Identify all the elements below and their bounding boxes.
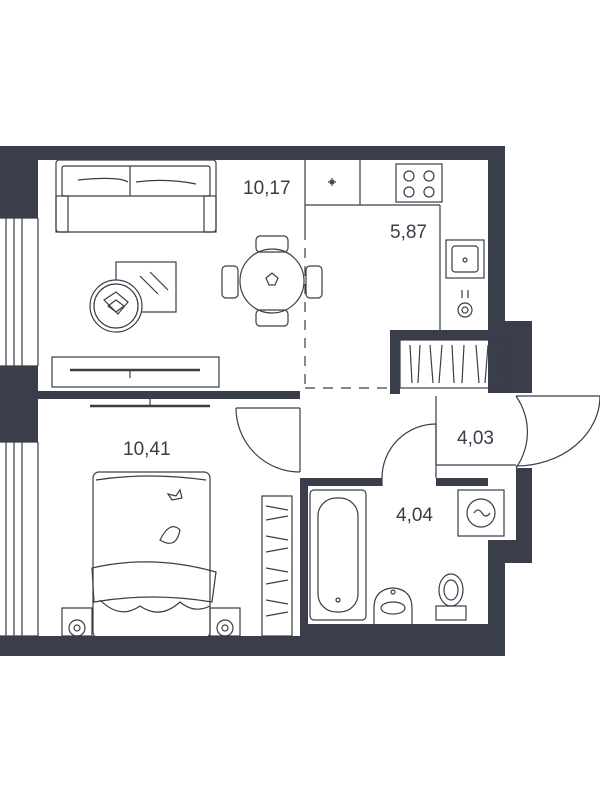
wardrobe-icon	[261, 495, 293, 637]
walls	[0, 146, 532, 656]
kitchen-counter	[305, 160, 441, 330]
sink-icon	[373, 587, 413, 624]
door-swing-icon	[235, 407, 301, 473]
window-icon	[0, 217, 39, 367]
area-label-bathroom: 4,04	[396, 505, 433, 526]
area-label-kitchen: 5,87	[390, 222, 427, 243]
tv-icon	[51, 356, 220, 408]
bathtub-icon	[309, 489, 367, 621]
toilet-icon	[435, 573, 467, 621]
dining-table-icon	[221, 235, 323, 327]
sofa-icon	[55, 159, 217, 233]
washing-machine-icon	[457, 489, 505, 537]
wardrobe-icon	[399, 339, 511, 389]
door-swing-icon	[381, 423, 437, 486]
area-label-living: 10,17	[243, 178, 291, 199]
sink-icon	[445, 239, 485, 318]
bed-icon	[91, 471, 217, 639]
window-icon	[0, 441, 39, 637]
coffee-table-icon	[89, 261, 177, 333]
zone-divider	[304, 230, 390, 389]
area-label-bedroom: 10,41	[123, 439, 171, 460]
nightstand-icon	[61, 607, 241, 637]
area-label-hallway: 4,03	[457, 428, 494, 449]
cooktop-icon	[395, 163, 443, 203]
